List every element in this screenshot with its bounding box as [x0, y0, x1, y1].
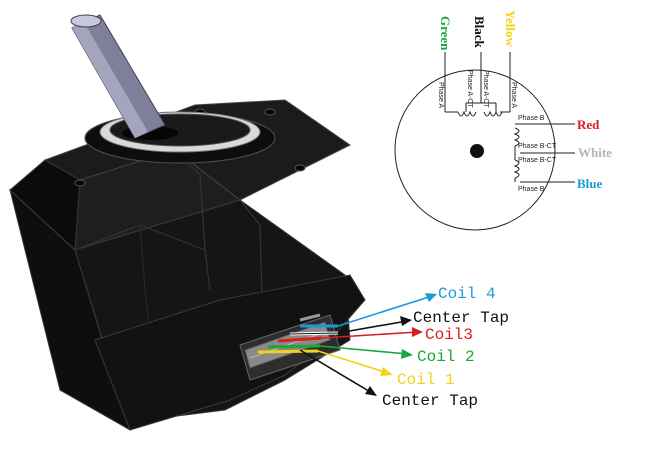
phase-b-ct-label-1: Phase B-CT: [518, 143, 557, 150]
center-tap-bottom-label: Center Tap: [382, 392, 478, 410]
wire-black-label: Black: [472, 16, 487, 49]
wire-red-label: Red: [577, 117, 600, 132]
wire-white-label: White: [578, 145, 612, 160]
phase-a-ct-label-1: Phase A-CT: [466, 70, 473, 108]
coil3-label: Coil3: [425, 326, 473, 344]
schematic-circle: [394, 69, 556, 231]
motor-shaft: [70, 14, 166, 139]
phase-b-ct-label-2: Phase B-CT: [518, 157, 557, 164]
callout-labels: Coil 4 Center Tap Coil3 Coil 2 Coil 1 Ce…: [382, 285, 509, 410]
wire-blue-label: Blue: [577, 176, 603, 191]
stepper-motor-illustration: [8, 14, 366, 432]
coil2-label: Coil 2: [417, 348, 475, 366]
phase-a-label-2: Phase A: [510, 82, 517, 108]
rotor-dot: [470, 144, 484, 158]
phase-a-label: Phase A: [437, 82, 444, 108]
phase-a-ct-label-2: Phase A-CT: [482, 70, 489, 108]
connector-wires: [257, 324, 339, 354]
phase-b-label: Phase B: [518, 115, 545, 122]
coil1-label: Coil 1: [397, 371, 455, 389]
center-tap-top-label: Center Tap: [413, 309, 509, 327]
wire-green-label: Green: [438, 16, 453, 51]
wiring-schematic: Phase A Phase A-CT Phase A-CT Phase A Ph…: [394, 10, 612, 231]
coil4-label: Coil 4: [438, 285, 496, 303]
phase-b-label-2: Phase B: [518, 186, 545, 193]
callout-leaders: [299, 293, 437, 396]
wire-yellow-label: Yellow: [503, 10, 518, 47]
